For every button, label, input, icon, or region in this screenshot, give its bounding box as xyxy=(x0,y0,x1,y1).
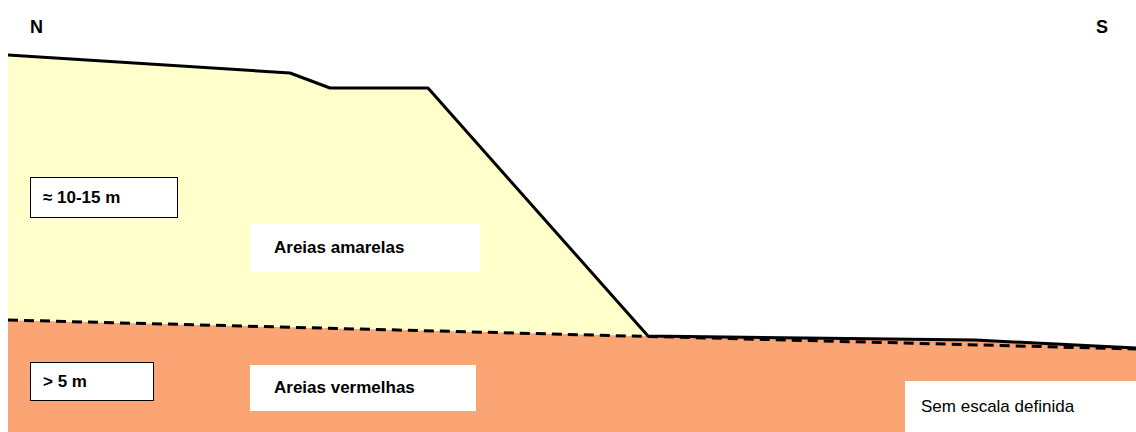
topographic-profile xyxy=(8,55,1136,348)
box-text: Areias vermelhas xyxy=(274,378,415,398)
unit-label-box: Areias amarelas xyxy=(250,224,480,272)
box-text: Sem escala definida xyxy=(921,397,1074,417)
compass-label: S xyxy=(1096,17,1108,38)
scale-note-box: Sem escala definida xyxy=(905,381,1136,432)
yellow-sand-layer xyxy=(8,55,648,336)
box-text: > 5 m xyxy=(43,372,87,392)
box-text: ≈ 10-15 m xyxy=(43,188,120,208)
unit-label-box: Areias vermelhas xyxy=(250,365,476,411)
red-sand-layer xyxy=(8,320,1136,432)
compass-label: N xyxy=(30,17,43,38)
layer-contact xyxy=(8,320,1136,349)
dimension-box: ≈ 10-15 m xyxy=(30,177,178,218)
dimension-box: > 5 m xyxy=(30,362,154,401)
box-text: Areias amarelas xyxy=(274,238,404,258)
